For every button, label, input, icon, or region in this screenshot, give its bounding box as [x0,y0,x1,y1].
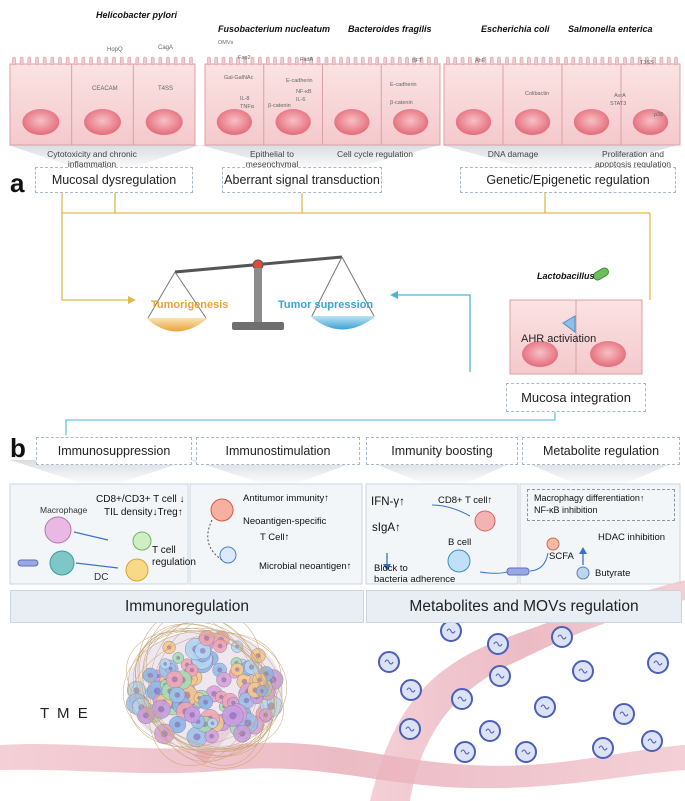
omvs-label: OMVs [218,40,234,46]
funnel-3 [442,145,678,172]
ahr-activation-label: AHR activiation [521,333,597,345]
ahf-label: AhF [475,58,486,64]
nfkb-label: NF-κB [296,89,312,95]
lactobacillus-name: Lactobacillus [537,271,595,281]
fn-name: Fusobacterium nucleatum [218,24,331,34]
caga-label: CagA [158,45,174,51]
il8-label: IL-8 [240,96,250,102]
funnel-1 [8,145,200,172]
mov-vesicles [378,620,669,763]
ec-name: Escherichia coli [481,24,550,34]
ceacam-label: CEACAM [92,86,118,92]
bcell-label: B cell [448,537,472,548]
hdac-inhibition-label: HDAC inhibition [598,532,666,543]
tme-label: T M E [40,705,90,722]
bcat2-label: β-catenin [390,100,413,106]
funnel-2 [200,145,440,172]
bcat1-label: β-catenin [268,103,291,109]
ifn-gamma-label: IFN-γ↑ [371,496,405,508]
tumor-suppression-label: Tumor supression [278,299,374,311]
category-mucosal-dysregulation: Mucosal dysregulation [35,167,193,193]
fap2-label: Fap2 [238,55,251,61]
header-metabolite-regulation: Metabolite regulation [522,437,680,465]
tcell-up-label: T Cell↑ [260,532,290,543]
til-density-label: TIL density↓Treg↑ [104,507,183,518]
block-label-2: bacteria adherence [374,574,456,585]
category-aberrant-signal: Aberrant signal transduction [222,167,382,193]
macrophage-label: Macrophage [40,505,88,515]
butyrate-label: Butyrate [595,568,631,579]
treg-label-2: regulation [152,557,196,568]
fada-label: FadA [300,57,314,63]
gal-label: Gal-GalNAc [224,75,254,81]
mech-5: Proliferation and apoptosis regulation [594,149,672,169]
microbial-neoantigen-label: Microbial neoantigen↑ [259,561,352,572]
lactobacillus-epithelium [509,267,643,375]
mech-3: Cell cycle regulation [336,149,414,159]
mech-4: DNA damage [487,149,539,159]
se-name: Salmonella enterica [568,24,653,34]
header-immunostimulation: Immunostimulation [196,437,360,465]
metabolite-effect-box: Macrophagy differentiation↑ NF-κB inhibi… [527,489,675,521]
antitumor-immunity-label: Antitumor immunity↑ [243,493,330,504]
t4ss-label: T4SS [158,86,174,92]
ecad2-label: E-cadherin [390,82,417,88]
hp-name: Helicobacter pylori [96,10,178,20]
metabolites-movs-panel: Metabolites and MOVs regulation [366,590,682,623]
stat3-label: STAT3 [610,101,627,107]
p38-label: p38 [654,112,664,118]
cd8-cd3-label: CD8+/CD3+ T cell ↓ [96,494,185,505]
tnfa-label: TNFα [240,104,254,110]
header-immunosuppression: Immunosuppression [36,437,192,465]
neoantigen-specific-label: Neoantigen-specific [243,516,327,527]
immunoregulation-panel: Immunoregulation [10,590,364,623]
siga-label: sIgA↑ [372,522,401,534]
dc-label: DC [94,572,109,583]
treg-label-1: T cell [152,545,176,556]
tumorigenesis-label: Tumorigenesis [151,299,229,311]
panel-b-letter: b [10,433,26,463]
cd8-up-label: CD8+ T cell↑ [438,495,493,506]
header-immunity-boosting: Immunity boosting [366,437,518,465]
scfa-label: SCFA [549,551,574,562]
mech-1: Cytotoxicity and chronic inflammation [47,149,137,169]
hopq-label: HopQ [107,47,123,53]
balance-scale [146,255,376,332]
il6-label: IL-6 [296,97,306,103]
bf-name: Bacteroides fragilis [348,24,432,34]
bft-label: BFT [412,58,423,64]
macrophagy-label: Macrophagy differentiation↑ [534,493,645,503]
tumor-mass [122,611,288,769]
mucosa-integration-box: Mucosa integration [506,383,646,412]
panel-a-letter: a [10,168,25,198]
epithelium-strips [9,56,681,146]
t3ss-label: T3SS [640,60,654,66]
colibactin-label: Colibactin [525,91,550,97]
block-label-1: Block to [374,563,408,574]
avra-label: AvrA [614,93,626,99]
category-genetic-epigenetic: Genetic/Epigenetic regulation [460,167,676,193]
ecad1-label: E-cadherin [286,78,313,84]
nfkb-inhibition-label: NF-κB inhibition [534,505,598,515]
